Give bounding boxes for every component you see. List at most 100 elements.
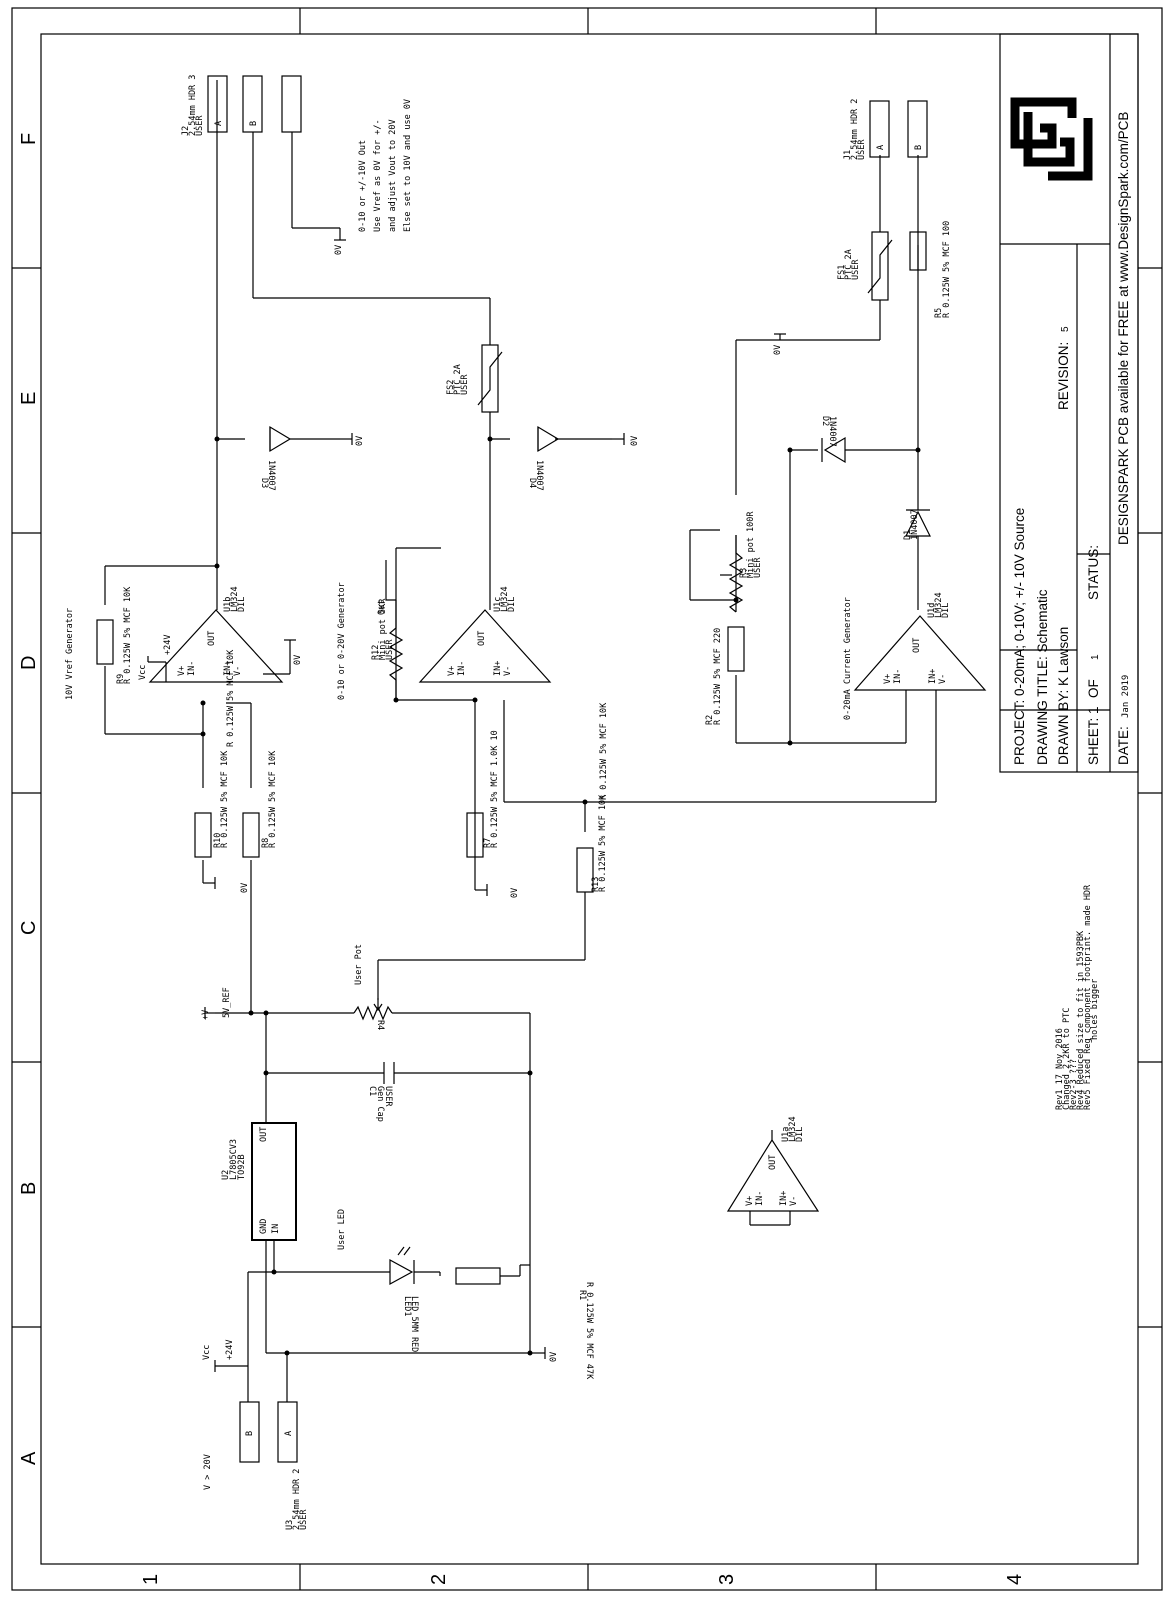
drawn-by-text: DRAWN BY: K Lawson	[1056, 627, 1071, 765]
vref-section-title: 10V Vref Generator	[65, 608, 75, 700]
output-note-1: 0-10 or +/-10V Out	[358, 140, 368, 232]
c1-capacitor	[383, 1062, 395, 1084]
u1a-vminus: V-	[789, 1196, 799, 1206]
r1-ref: R1	[577, 1290, 587, 1300]
r10-value: R 0.125W 5% MCF 10K	[220, 750, 230, 848]
u1b-opamp	[148, 609, 284, 683]
vplus-net: +V	[201, 1010, 211, 1020]
fs2-user: USER	[460, 374, 470, 395]
u1b-vplus: V+	[177, 666, 187, 676]
r1-resistor	[455, 1267, 501, 1285]
zone-label-f: F	[18, 133, 40, 145]
output-note-3: and adjust Vout to 20V	[388, 119, 398, 232]
r3-value: Mini pot 100R	[746, 511, 756, 578]
d4-diode	[537, 425, 560, 453]
led-section-title: User LED	[337, 1209, 347, 1250]
output-note-2: Use Vref as 0V for +/-	[373, 119, 383, 232]
r3-ref: R3	[739, 568, 749, 578]
u1c-inminus: IN-	[457, 661, 467, 676]
j1-user: USER	[857, 139, 867, 160]
zone-label-b: B	[18, 1182, 40, 1195]
volt-section-title: 0-10 or 0-20V Generator	[337, 582, 347, 700]
u3-user: USER	[299, 1509, 309, 1530]
u1d-pkg: DIL	[941, 603, 951, 618]
v24-net: +24V	[163, 635, 173, 655]
rev-note-3: Rev2-3 ???	[1069, 1059, 1079, 1110]
d1-value: 1N4007	[910, 509, 920, 540]
fs2-value: PTC 2A	[453, 364, 463, 395]
u1b-pkg: DIL	[237, 597, 247, 612]
j2-header	[207, 75, 302, 133]
u1c-vplus: V+	[447, 666, 457, 676]
r4-user-pot	[353, 998, 393, 1021]
junctions	[200, 436, 921, 1356]
date-value: Jan 2019	[1121, 675, 1131, 718]
r12-mini-pot	[385, 560, 404, 681]
j2-pin-b: B	[249, 121, 259, 126]
u3-value: 2.54mm HDR 2	[292, 1469, 302, 1530]
u1b-part: LM324	[230, 586, 240, 612]
u1b-out: OUT	[207, 631, 217, 646]
r2-value: R 0.125W 5% MCF 220	[713, 628, 723, 725]
r1-value: R 0.125W 5% MCF 47K	[584, 1282, 594, 1380]
r13-ref: R13	[591, 877, 601, 892]
project-text: PROJECT: 0-20mA; 0-10V; +/- 10V Source	[1012, 508, 1027, 765]
r8-value-upper: R 0.125W 5% MCF 10K	[226, 649, 236, 747]
r12-out-pin: Out	[377, 600, 387, 615]
u1d-opamp	[853, 615, 987, 691]
u3-header	[239, 1401, 298, 1463]
r8-ref: R8	[261, 838, 271, 848]
d1-diode	[905, 509, 931, 537]
outer-border	[11, 7, 1163, 1591]
wires	[104, 80, 937, 1402]
u1b-vminus: V-	[233, 666, 243, 676]
gnd-net-d4: 0V	[630, 436, 640, 446]
c1-user: USER	[383, 1086, 393, 1107]
u1a-inminus: IN-	[755, 1191, 765, 1206]
zone-label-d: D	[18, 656, 40, 670]
r13-resistor	[576, 847, 594, 893]
u1d-ref: U1d	[927, 603, 937, 618]
u2-regulator	[251, 1122, 297, 1241]
zone-label-e: E	[18, 392, 40, 405]
r5-resistor	[909, 231, 927, 271]
d4-value: 1N4007	[534, 460, 544, 491]
r9-value: R 0.125W 5% MCF 10K	[123, 586, 133, 684]
sheet-total-text: 1	[1090, 654, 1101, 660]
drawing-title-text: DRAWING TITLE: Schematic	[1035, 589, 1050, 765]
u1d-out: OUT	[912, 638, 922, 653]
d3-ref: D3	[259, 478, 269, 488]
u1a-vplus: V+	[745, 1196, 755, 1206]
d2-diode	[821, 436, 846, 464]
r10-resistor	[194, 812, 212, 858]
zone-label-c: C	[18, 921, 40, 935]
led1-value: LED 5MM RED	[409, 1296, 419, 1352]
rev-note-4: Rev4 Reduced size to fit in 1593PBK	[1076, 930, 1086, 1110]
r3-mini-pot	[720, 535, 744, 613]
u2-ref: U2	[221, 1170, 231, 1180]
r7-ref: R7	[483, 838, 493, 848]
gnd-net-u1b: 0V	[293, 655, 303, 665]
zone-label-1: 1	[140, 1574, 162, 1585]
user-pot-title: User Pot	[354, 944, 364, 985]
r3-user: USER	[753, 557, 763, 578]
r4-ref: R4	[375, 1020, 385, 1030]
u1c-pkg: DIL	[507, 597, 517, 612]
d1-ref: D1	[903, 530, 913, 540]
u1c-opamp	[418, 609, 552, 683]
u1c-part: LM324	[500, 586, 510, 612]
u1a-inplus: IN+	[779, 1191, 789, 1206]
u1d-vplus: V+	[883, 674, 893, 684]
zone-label-4: 4	[1004, 1574, 1026, 1585]
u2-pin-out: OUT	[259, 1127, 269, 1142]
rev-note-2: Changed 2.2KR to PTC	[1062, 1008, 1072, 1110]
u2-pin-gnd: GND	[259, 1219, 269, 1234]
v24-net-input: +24V	[225, 1340, 235, 1360]
vcc-net: Vcc	[138, 665, 148, 680]
u1d-inplus: IN+	[928, 669, 938, 684]
vcc-net-input: Vcc	[202, 1345, 212, 1360]
u1d-inminus: IN-	[893, 669, 903, 684]
r9-resistor	[96, 619, 114, 665]
d2-value: 1N4007	[827, 416, 837, 447]
